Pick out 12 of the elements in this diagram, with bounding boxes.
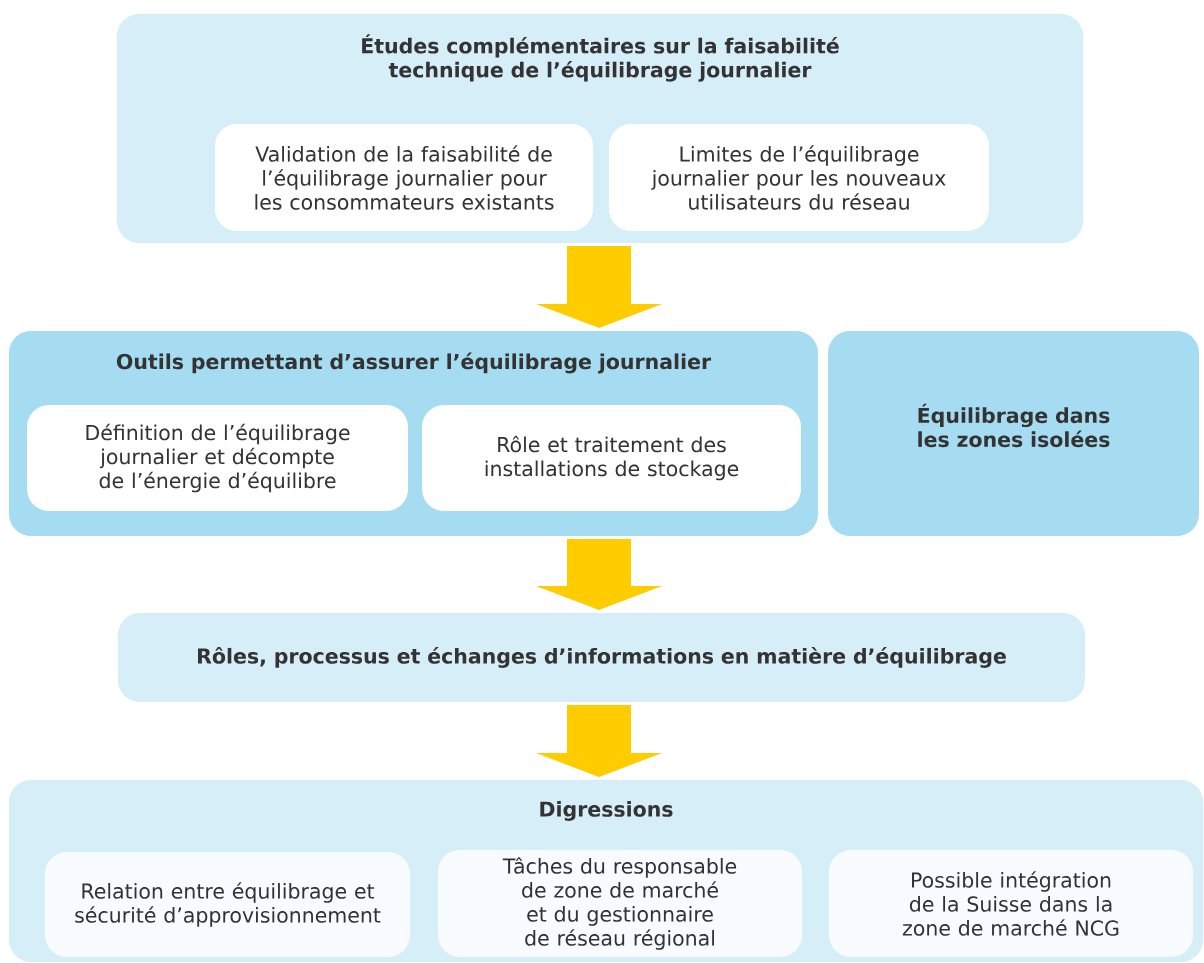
topic-box: Relation entre équilibrage et sécurité d’approvisionnement <box>45 852 410 957</box>
block-arrow <box>536 539 662 610</box>
block-arrow <box>536 246 662 328</box>
topic-box: Tâches du responsable de zone de marché et du gestionnaire de réseau régional <box>438 850 802 957</box>
topic-box: Limites de l’équilibrage journalier pour les nouveaux utilisateurs du réseau <box>609 124 989 231</box>
block-arrow <box>536 705 662 777</box>
topic-box: Rôle et traitement des installations de stockage <box>422 405 801 511</box>
topic-box: Possible intégration de la Suisse dans la zone de marché NCG <box>829 850 1193 957</box>
topic-box: Définition de l’équilibrage journalier et décompte de l’énergie d’équilibre <box>27 405 408 511</box>
topic-box: Équilibrage dans les zones isolées <box>828 331 1199 536</box>
topic-box: Validation de la faisabilité de l’équilibrage journalier pour les consommateurs existants <box>215 124 593 231</box>
topic-box: Rôles, processus et échanges d’informations en matière d’équilibrage <box>118 613 1085 702</box>
